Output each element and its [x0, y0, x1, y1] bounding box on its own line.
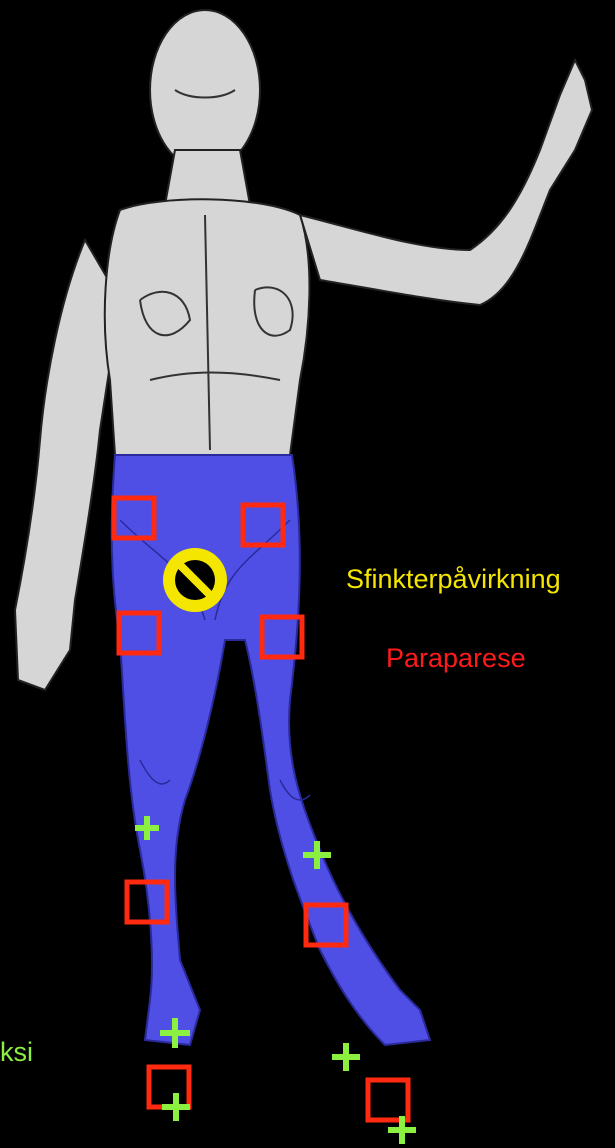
- paraparese-label: Paraparese: [386, 643, 526, 674]
- reflex-label: ksi: [0, 1037, 33, 1068]
- sphincter-label: Sfinkterpåvirkning: [346, 564, 561, 595]
- prohibited-sign-icon: [163, 548, 227, 612]
